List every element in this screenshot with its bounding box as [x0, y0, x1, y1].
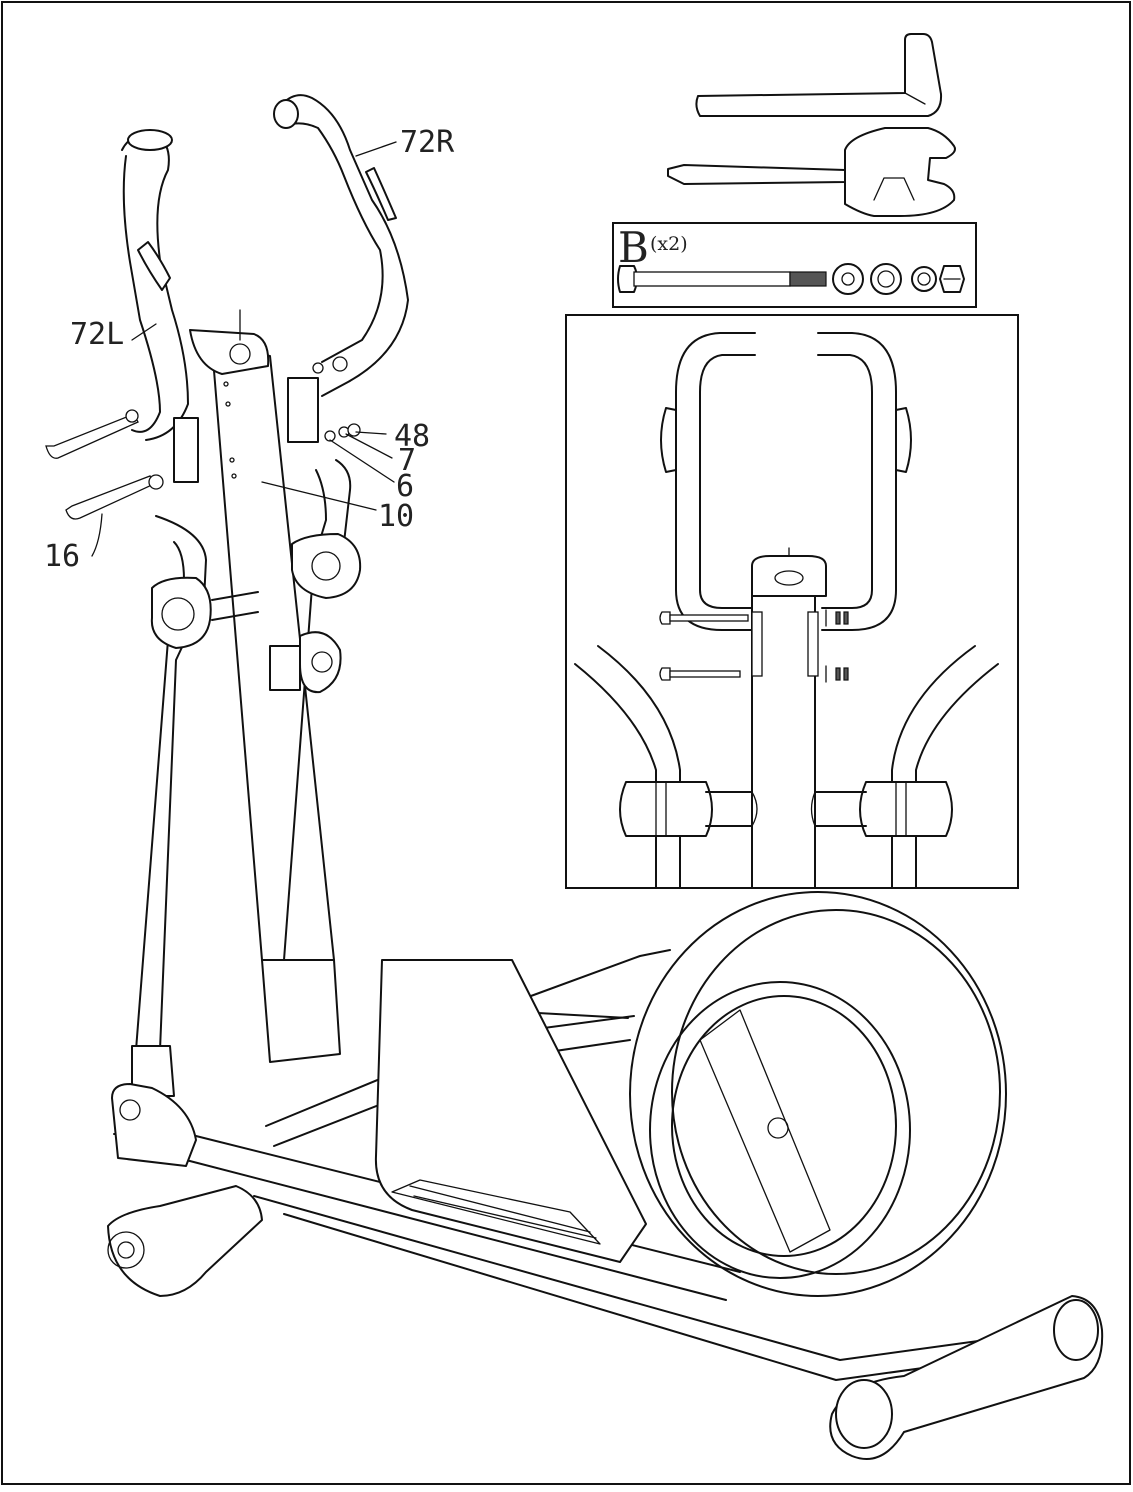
- hardware-quantity: (x2): [650, 233, 688, 255]
- mounting-plate: [173, 417, 199, 483]
- nut-icon: [939, 265, 965, 293]
- upright-post: [189, 309, 341, 1063]
- allen-key-icon: [695, 33, 943, 117]
- pedal: [374, 959, 647, 1263]
- label-7: 7: [398, 443, 416, 478]
- mounting-plate: [287, 377, 319, 443]
- nut-icon: [825, 609, 849, 683]
- lower-arm-right: [269, 459, 362, 961]
- label-6: 6: [396, 469, 414, 504]
- hardware-letter: B: [618, 223, 649, 272]
- label-16: 16: [44, 539, 80, 574]
- label-48: 48: [394, 419, 430, 454]
- label-72r: 72R: [400, 125, 455, 160]
- flywheel: [629, 891, 1007, 1297]
- leader-lines: [91, 141, 397, 557]
- bolt-icon: [617, 265, 827, 293]
- rear-stabilizer: [829, 1295, 1104, 1460]
- label-10: 10: [378, 499, 414, 534]
- bolt-icon: [45, 409, 164, 520]
- wrench-screwdriver-icon: [667, 127, 956, 217]
- front-stabilizer: [107, 1185, 263, 1297]
- hardware-pack-b: B (x2): [612, 222, 977, 308]
- handlebar-right: [273, 94, 409, 397]
- nut-icon: [312, 356, 361, 442]
- handlebar-left: [121, 129, 189, 441]
- detail-inset: [565, 314, 1019, 889]
- lower-arm-left: [131, 515, 259, 1097]
- label-72l: 72L: [70, 317, 124, 352]
- washer-icon: [832, 263, 937, 295]
